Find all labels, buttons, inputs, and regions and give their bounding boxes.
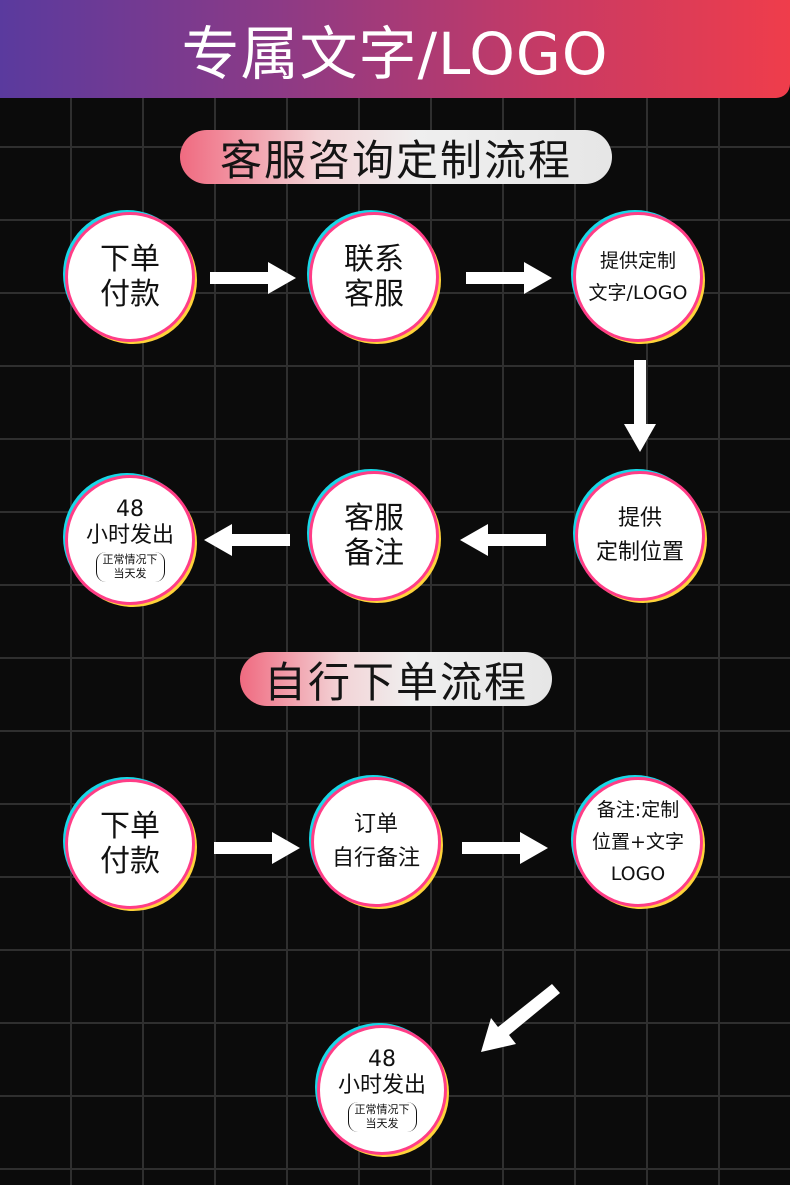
section1-title: 客服咨询定制流程 (219, 135, 572, 185)
s2-node-48h-note-line2: 当天发 (365, 1116, 399, 1130)
s2-node-order-self-note-line1: 订单 (353, 811, 398, 837)
s2-node-order-pay-line2: 付款 (100, 844, 160, 879)
section2-title-pill: 自行下单流程 (240, 652, 552, 707)
s1-node-contact-service: 联系 客服 (312, 215, 436, 339)
s1-node-48h-note: 正常情况下 当天发 (95, 551, 165, 583)
arrow-left-icon (204, 524, 290, 556)
s2-node-48h-number: 48 (368, 1046, 396, 1072)
s1-node-contact-service-line2: 客服 (344, 277, 404, 312)
s2-node-48h-ship: 48 小时发出 正常情况下 当天发 (320, 1028, 444, 1152)
arrow-right-icon (214, 832, 300, 864)
s1-node-48h-ship: 48 小时发出 正常情况下 当天发 (68, 478, 192, 602)
header-banner: 专属文字/LOGO (0, 0, 790, 98)
s2-node-note-custom-line1: 备注:定制 (596, 798, 680, 821)
s1-node-48h-note-line2: 当天发 (113, 566, 147, 580)
s2-node-order-pay: 下单 付款 (68, 782, 192, 906)
s2-node-order-self-note-line2: 自行备注 (331, 846, 420, 871)
page-title: 专属文字/LOGO (181, 20, 609, 88)
s2-node-order-pay-line1: 下单 (100, 808, 160, 844)
s2-node-48h-note-line1: 正常情况下 (354, 1102, 410, 1116)
s1-node-48h-note-line1: 正常情况下 (102, 552, 158, 566)
s1-node-provide-text-logo-line1: 提供定制 (599, 249, 676, 272)
s2-node-order-self-note: 订单 自行备注 (314, 780, 438, 904)
s1-node-provide-position-line1: 提供 (617, 505, 662, 531)
s1-node-order-pay-line1: 下单 (100, 241, 160, 277)
s1-node-provide-text-logo-line2: 文字/LOGO (588, 282, 688, 304)
s1-node-contact-service-line1: 联系 (344, 241, 404, 277)
s1-node-order-pay: 下单 付款 (68, 215, 192, 339)
arrow-down-left-icon (481, 984, 560, 1052)
arrow-left-icon (460, 524, 546, 556)
section2-title: 自行下单流程 (263, 657, 528, 707)
s1-node-service-note-line2: 备注 (344, 536, 404, 571)
s1-node-48h-number: 48 (116, 496, 144, 522)
s2-node-note-custom-line3: LOGO (610, 863, 666, 886)
arrow-right-icon (466, 262, 552, 294)
section1-title-pill: 客服咨询定制流程 (180, 130, 612, 185)
arrow-right-icon (462, 832, 548, 864)
s1-node-provide-text-logo: 提供定制 文字/LOGO (576, 215, 700, 339)
s2-node-48h-text: 小时发出 (337, 1073, 426, 1099)
s1-node-service-note-line1: 客服 (344, 500, 404, 536)
arrow-right-icon (210, 262, 296, 294)
s2-node-note-custom: 备注:定制 位置+文字 LOGO (576, 780, 700, 904)
s1-node-order-pay-line2: 付款 (100, 277, 160, 312)
s2-node-48h-note: 正常情况下 当天发 (347, 1101, 417, 1133)
s1-node-provide-position: 提供 定制位置 (578, 474, 702, 598)
s1-node-service-note: 客服 备注 (312, 474, 436, 598)
s1-node-48h-text: 小时发出 (85, 523, 174, 549)
s2-node-note-custom-line2: 位置+文字 (592, 830, 684, 853)
s1-node-provide-position-line2: 定制位置 (595, 540, 684, 565)
arrow-down-icon (624, 360, 656, 452)
